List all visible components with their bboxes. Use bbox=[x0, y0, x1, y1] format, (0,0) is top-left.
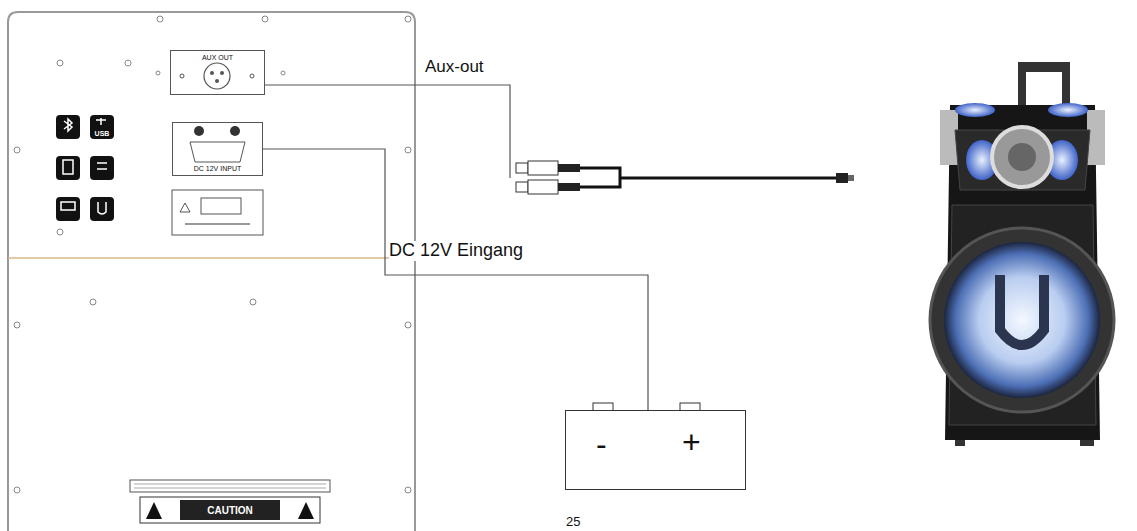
dc-terminal bbox=[230, 126, 240, 136]
caution-label bbox=[140, 497, 320, 523]
rca-plugs bbox=[516, 161, 854, 194]
edge-label: DC 12V Eingang bbox=[389, 241, 523, 261]
fuse-holder bbox=[201, 198, 241, 214]
battery: -+ bbox=[565, 410, 746, 490]
aux-out-plate: AUX OUT bbox=[170, 50, 265, 95]
xlr-socket bbox=[204, 63, 230, 89]
cable-label: Aux-out bbox=[425, 58, 484, 77]
screws bbox=[14, 16, 411, 493]
aux-wire bbox=[264, 85, 510, 178]
power-wire bbox=[263, 149, 648, 410]
fuse-plate bbox=[172, 190, 263, 235]
dc-input-plate: DC 12V INPUT bbox=[172, 122, 263, 176]
panel-divider bbox=[8, 257, 415, 259]
caution-text: CAUTION bbox=[207, 505, 253, 516]
warning-text-box bbox=[130, 480, 330, 492]
page-number: 25 bbox=[566, 515, 580, 529]
node-text: AUX OUT bbox=[202, 54, 233, 62]
node-text: DC 12V INPUT bbox=[194, 165, 241, 173]
dc-terminal bbox=[194, 126, 204, 136]
icon-label: USB bbox=[95, 130, 110, 138]
panel-outline bbox=[8, 12, 415, 531]
dc-socket bbox=[190, 142, 245, 162]
function-icons bbox=[56, 115, 114, 221]
node-text: + bbox=[682, 425, 701, 460]
node-text: - bbox=[596, 427, 607, 462]
speaker bbox=[930, 62, 1114, 446]
